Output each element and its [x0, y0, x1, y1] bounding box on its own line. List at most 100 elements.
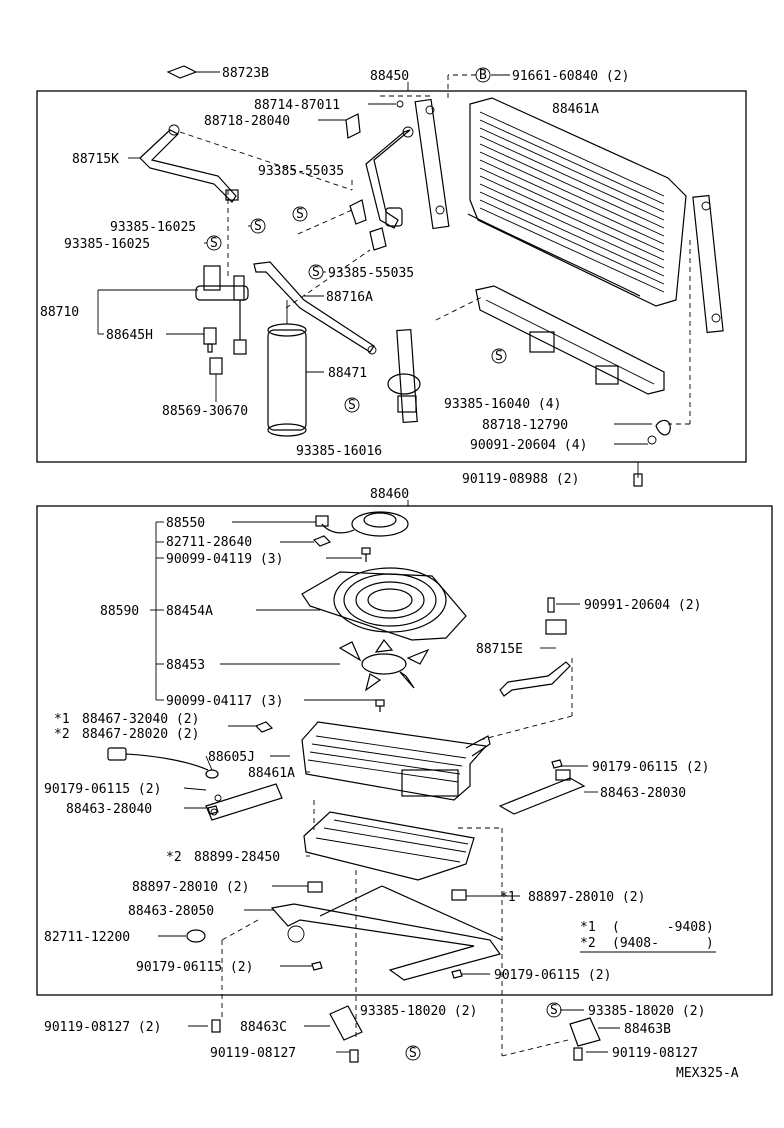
- label-90119-08127-bottom: 90119-08127: [210, 1046, 296, 1061]
- label-88463b: 88463B: [624, 1022, 671, 1037]
- nuts-part: [207, 759, 563, 979]
- label-88467-28020: 88467-28020 (2): [82, 727, 199, 742]
- label-90099-04117: 90099-04117 (3): [166, 694, 283, 709]
- upper-leader-lines: [97, 74, 691, 478]
- drain-pan-part: [303, 811, 475, 881]
- frame-bracket-part: [270, 885, 503, 981]
- receiver-bracket-part: [387, 328, 421, 424]
- label-88897-28010-left: 88897-28010 (2): [132, 880, 249, 895]
- pan-clip-right: [451, 889, 467, 901]
- bracket-88463b-part: [569, 1017, 601, 1061]
- label-90179-06115-bottom-left: 90179-06115 (2): [136, 960, 253, 975]
- label-82711-28640: 82711-28640: [166, 535, 252, 550]
- marker-s: S: [210, 236, 218, 251]
- pan-clip-left: [307, 881, 323, 893]
- label-93385-16016: 93385-16016: [296, 444, 382, 459]
- label-88605j: 88605J: [208, 750, 255, 765]
- legend-star1-mark: *1: [580, 920, 596, 935]
- label-90179-06115-bottom-right: 90179-06115 (2): [494, 968, 611, 983]
- sticker-part: [254, 721, 274, 733]
- label-93385-16040: 93385-16040 (4): [444, 397, 561, 412]
- label-90991-20604: 90991-20604 (2): [584, 598, 701, 613]
- label-90091-20604: 90091-20604 (4): [470, 438, 587, 453]
- label-88461a-evaporator: 88461A: [248, 766, 295, 781]
- pipe-88715k-part: [139, 124, 239, 203]
- legend-star1-text: ( -9408): [612, 920, 714, 935]
- label-88718-28040: 88718-28040: [204, 114, 290, 129]
- evaporator-part: [301, 721, 491, 801]
- label-88569-30670: 88569-30670: [162, 404, 248, 419]
- upper-labels: 88450 88723B 91661-60840 (2) 88714-87011…: [40, 66, 629, 487]
- hose-pipe-part: [365, 126, 414, 229]
- hose-clamp-part: [186, 929, 206, 943]
- label-90179-06115-left: 90179-06115 (2): [44, 782, 161, 797]
- pipe-clamps: [345, 100, 404, 251]
- label-93385-16025-a: 93385-16025: [110, 220, 196, 235]
- fan-screw-part: [375, 699, 385, 712]
- label-star2-a: *2: [54, 727, 70, 742]
- label-88714-87011: 88714-87011: [254, 98, 340, 113]
- legend-star2-text: (9408- ): [612, 936, 714, 951]
- pipe-88715e-part: [499, 597, 571, 697]
- bracket-left-part: [205, 783, 283, 821]
- label-93385-55035-b: 93385-55035: [328, 266, 414, 281]
- label-88716a: 88716A: [326, 290, 373, 305]
- marker-s: S: [409, 1046, 417, 1061]
- condenser-mount-rail: [475, 285, 665, 395]
- label-88461a-condenser: 88461A: [552, 102, 599, 117]
- condenser-part: [467, 97, 687, 307]
- legend-star2-mark: *2: [580, 936, 596, 951]
- label-88453: 88453: [166, 658, 205, 673]
- label-90119-08127-right: 90119-08127: [612, 1046, 698, 1061]
- lower-labels: 88460 88550 82711-28640 90099-04119 (3) …: [44, 487, 714, 983]
- label-88463-28030: 88463-28030: [600, 786, 686, 801]
- label-90119-08127-left: 90119-08127 (2): [44, 1020, 161, 1035]
- upper-assembly-frame: [36, 90, 747, 463]
- condenser-bracket-left: [414, 98, 450, 230]
- label-88467-32040: 88467-32040 (2): [82, 712, 199, 727]
- label-93385-18020-left: 93385-18020 (2): [360, 1004, 477, 1019]
- label-88723b: 88723B: [222, 66, 269, 81]
- sheet-id: MEX325-A: [676, 1066, 739, 1081]
- lower-leader-lines: [150, 500, 716, 1057]
- marker-s: S: [348, 398, 356, 413]
- label-88471: 88471: [328, 366, 367, 381]
- label-88590: 88590: [100, 604, 139, 619]
- marker-s: S: [495, 349, 503, 364]
- marker-s: S: [550, 1003, 558, 1018]
- label-88715k: 88715K: [72, 152, 119, 167]
- label-90099-04119: 90099-04119 (3): [166, 552, 283, 567]
- label-88715e: 88715E: [476, 642, 523, 657]
- label-88899-28450: 88899-28450: [194, 850, 280, 865]
- label-88463-28040: 88463-28040: [66, 802, 152, 817]
- lower-assembly-frame: [36, 505, 773, 996]
- marker-s: S: [296, 207, 304, 222]
- sensor-connector-part: [107, 747, 219, 779]
- label-star1-a: *1: [54, 712, 70, 727]
- label-93385-18020-right: 93385-18020 (2): [588, 1004, 705, 1019]
- bracket-88463c-part: [329, 1005, 363, 1063]
- label-88450: 88450: [370, 69, 409, 84]
- marker-s: S: [254, 219, 262, 234]
- label-82711-12200: 82711-12200: [44, 930, 130, 945]
- label-93385-55035-a: 93385-55035: [258, 164, 344, 179]
- label-sticker-part: [166, 65, 220, 79]
- label-88463-28050: 88463-28050: [128, 904, 214, 919]
- screw-part: [361, 547, 371, 562]
- label-star1-b: *1: [500, 890, 516, 905]
- marker-b: B: [479, 68, 487, 83]
- bracket-right-part: [498, 769, 586, 815]
- label-star2-b: *2: [166, 850, 182, 865]
- label-88460: 88460: [370, 487, 409, 502]
- motor-clip-part: [312, 535, 332, 547]
- label-90119-08988: 90119-08988 (2): [462, 472, 579, 487]
- bolt-left-part: [211, 1019, 221, 1033]
- label-88463c: 88463C: [240, 1020, 287, 1035]
- label-91661-60840: 91661-60840 (2): [512, 69, 629, 84]
- fan-motor-part: [315, 511, 409, 537]
- pipe-88716a-part: [253, 261, 377, 355]
- label-88897-28010-right: 88897-28010 (2): [528, 890, 645, 905]
- label-88550: 88550: [166, 516, 205, 531]
- marker-s: S: [312, 265, 320, 280]
